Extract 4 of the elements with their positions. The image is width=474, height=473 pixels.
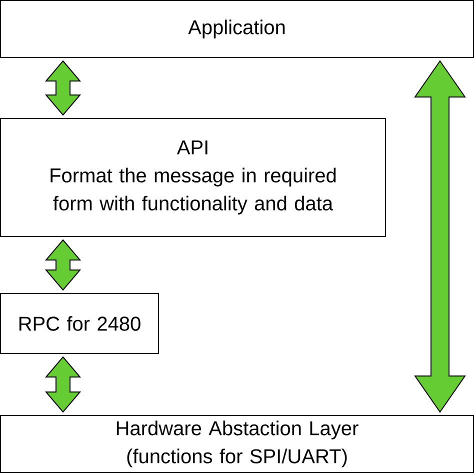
layer-box: RPC for 2480 — [0, 293, 159, 354]
layer-box: Application — [0, 0, 474, 58]
layer-box: Hardware Abstaction Layer (functions for SPI/UART) — [0, 415, 474, 473]
layer-box: API Format the message in required form with functionality and data — [0, 118, 386, 237]
